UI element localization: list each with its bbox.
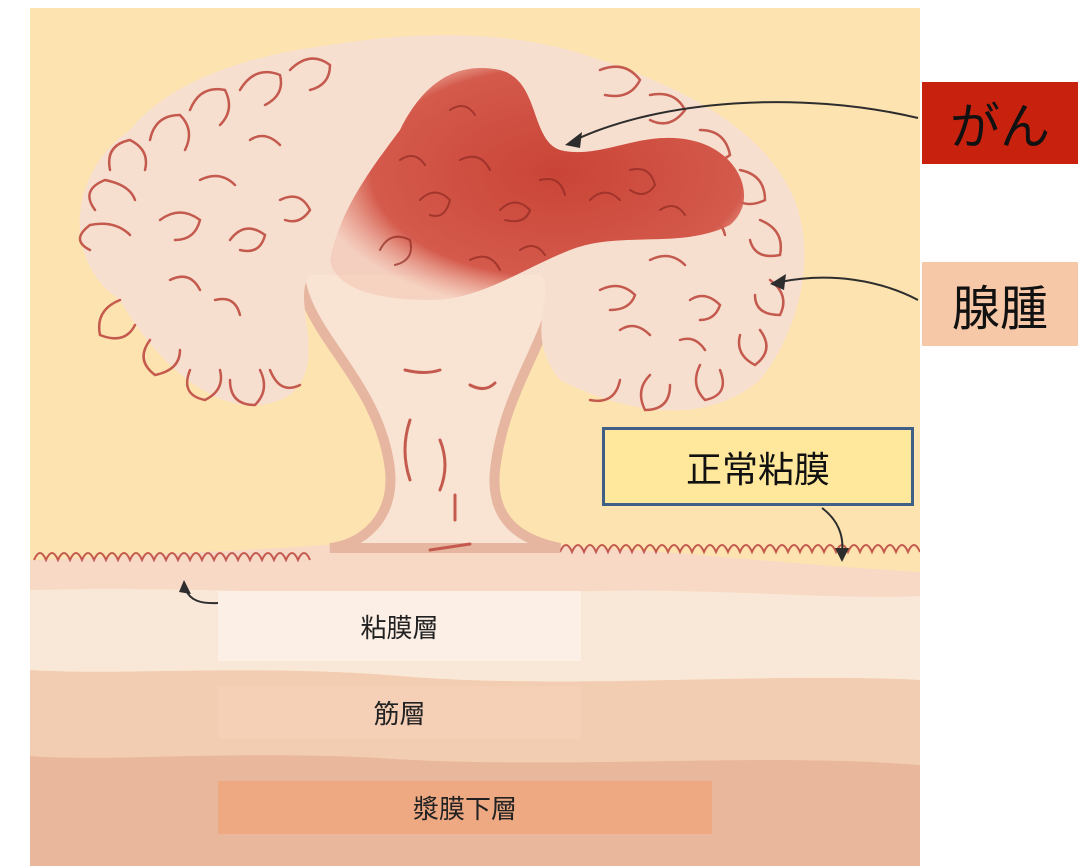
cancer-gland-folds	[379, 105, 686, 271]
normal-mucosa-label: 正常粘膜	[602, 427, 914, 506]
muscle-layer-label-background	[218, 686, 581, 739]
normal-arrowhead	[835, 548, 849, 562]
gland-folds	[78, 57, 785, 412]
adenoma-label: 腺腫	[951, 281, 1048, 337]
normal-mucosa-crypts-right	[559, 544, 920, 555]
cancer-label: がん	[950, 98, 1050, 156]
serosa-layer-label-background	[218, 781, 712, 834]
cancer-pointer	[574, 101, 919, 141]
normal-mucosa-crypts-left	[33, 552, 311, 563]
mucosa-layer-label-background	[218, 591, 581, 661]
mucosa-layer-label: 粘膜層	[360, 613, 439, 644]
adenoma-label-background	[922, 262, 1078, 346]
cancer-arrowhead	[565, 132, 582, 148]
polyp-stalk	[294, 265, 562, 553]
normal-pointer	[821, 507, 844, 553]
normal-mucosa-surface	[30, 545, 920, 597]
stalk-glands	[403, 368, 497, 552]
mucosa-arrowhead	[179, 580, 191, 594]
cancer-region	[330, 68, 745, 300]
adenoma-arrowhead	[770, 274, 786, 290]
adenoma-pointer	[779, 276, 919, 301]
pointer-arrows	[179, 101, 919, 605]
cancer-label-background	[922, 82, 1078, 164]
subserosa-layer-label: 漿膜下層	[412, 795, 517, 825]
normal-label-background	[602, 427, 914, 506]
muscle-layer-label: 筋層	[373, 700, 426, 730]
